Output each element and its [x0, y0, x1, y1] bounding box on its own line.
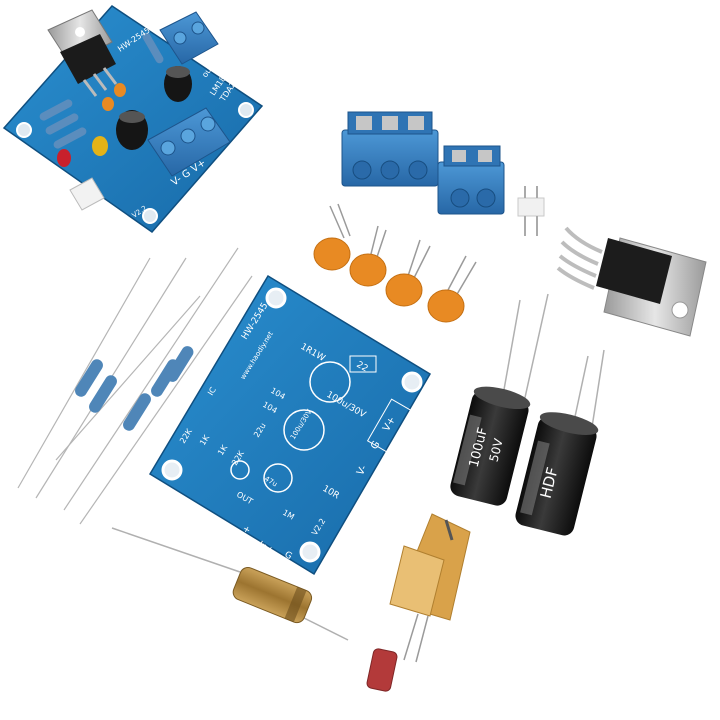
pcb-plus-label: +: [241, 524, 253, 536]
mounted-connector: [69, 177, 105, 211]
gold-capacitor: [111, 527, 349, 641]
pcb-cap22-label: 22: [355, 360, 370, 374]
terminal-block-power: [147, 107, 231, 177]
mounted-resistors: [39, 32, 164, 149]
film-capacitor: [366, 513, 471, 692]
pcb-input-g-label: G: [283, 550, 294, 562]
terminal-block-input: [159, 11, 219, 65]
assembled-board: HW-2545 LM1875T TDA2030A output V- G V+ …: [2, 5, 264, 234]
bare-pcb: HW-2545 www.haodiy.net 1R1W 22 LM1875T T…: [148, 274, 432, 576]
pcb-pads: [230, 355, 414, 493]
electrolytic-capacitor-hdf: HDF: [515, 349, 605, 536]
terminal-block-3pin: [341, 111, 439, 187]
mounted-capacitors: [57, 66, 192, 167]
pcb-ic-label: IC: [206, 385, 218, 397]
cap-50v-label: 50V: [487, 436, 506, 463]
electrolytic-capacitor-100uf: 100uF 50V: [450, 293, 549, 506]
ic-chip-loose: [556, 226, 707, 337]
ceramic-capacitors: [313, 203, 477, 323]
terminal-block-2pin: [437, 145, 505, 215]
ic-chip-mounted: [47, 9, 118, 97]
pin-header-2pin: [517, 186, 545, 236]
loose-resistors: [17, 247, 253, 525]
